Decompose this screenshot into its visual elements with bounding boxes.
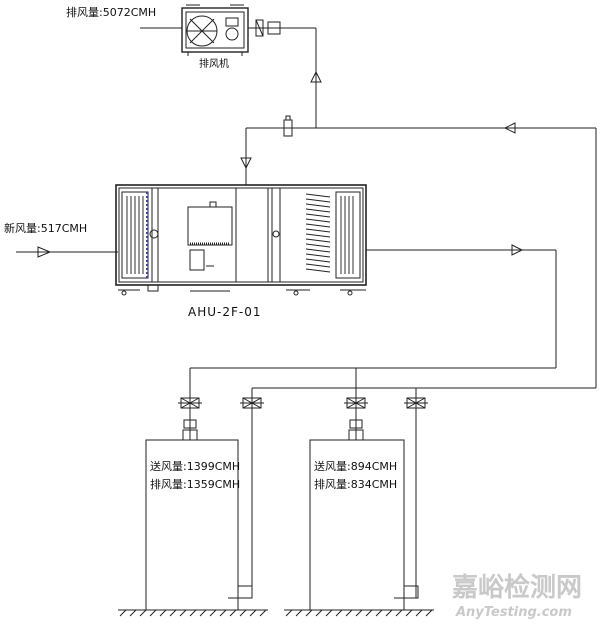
- exhaust-airflow-label: 排风量:5072CMH: [66, 5, 156, 19]
- room-left-supply-label: 送风量:1399CMH: [150, 459, 240, 473]
- exhaust-fan: [181, 4, 249, 56]
- dampers: [178, 19, 428, 441]
- arrow-right-icon: [37, 246, 52, 258]
- filter-pleats-right: [340, 196, 354, 274]
- coil-fins: [305, 193, 331, 273]
- ahu-code-label: AHU-2F-01: [188, 305, 261, 319]
- arrow-right-icon: [511, 244, 524, 256]
- fresh-air-label: 新风量:517CMH: [4, 221, 87, 235]
- room-right-supply-label: 送风量:894CMH: [314, 459, 397, 473]
- arrow-left-icon: [503, 122, 516, 134]
- room-left-exhaust-label: 排风量:1359CMH: [150, 477, 240, 491]
- watermark-en: AnyTesting.com: [455, 605, 572, 620]
- room-right: [309, 439, 419, 610]
- filter-pleats: [126, 196, 144, 274]
- ahu-feet: [118, 284, 366, 296]
- room-right-exhaust-label: 排风量:834CMH: [314, 477, 397, 491]
- room-left: [145, 439, 253, 610]
- exhaust-fan-name: 排风机: [199, 57, 229, 70]
- arrow-down-icon: [240, 157, 252, 170]
- ahu-unit: [115, 184, 367, 296]
- watermark-cn: 嘉峪检测网: [452, 572, 582, 603]
- duct-lines: [16, 27, 597, 599]
- flow-arrows: [37, 70, 524, 258]
- ground-lines: [118, 609, 434, 617]
